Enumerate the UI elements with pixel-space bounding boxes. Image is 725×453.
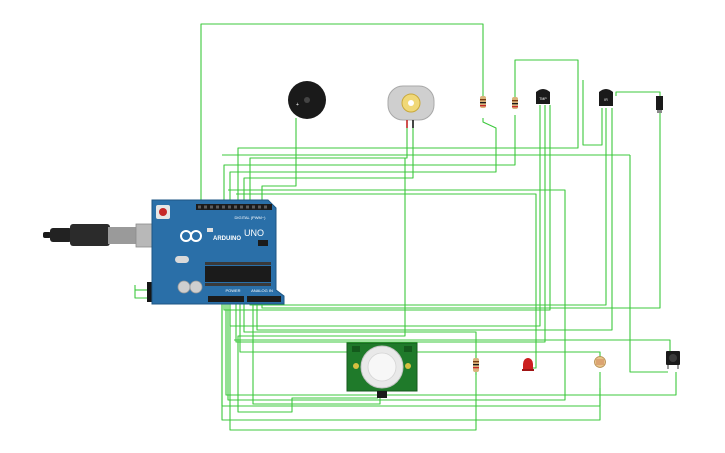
power-header-label: POWER — [225, 288, 240, 293]
wire[interactable] — [249, 120, 408, 207]
resistor[interactable] — [473, 358, 479, 372]
ir-receiver-label: IR — [604, 98, 608, 102]
infinity-logo-icon — [180, 230, 202, 242]
arduino-uno-board[interactable]: DIGITAL (PWM~) ARDUINO UNO POWER ANALOG … — [43, 199, 285, 305]
crystal — [175, 256, 189, 263]
wire[interactable] — [200, 23, 484, 208]
chip-socket-bottom — [205, 283, 271, 286]
capacitor — [189, 280, 203, 294]
digital-header-pins — [198, 205, 267, 209]
resistor[interactable] — [512, 97, 518, 109]
wire[interactable] — [256, 108, 613, 331]
capacitor — [177, 280, 191, 294]
buzzer-plus-sign: + — [296, 102, 299, 108]
led[interactable] — [522, 358, 534, 371]
analog-header — [247, 296, 281, 302]
wire[interactable] — [261, 91, 661, 309]
tilt-sensor[interactable] — [656, 96, 663, 113]
wire[interactable] — [237, 158, 406, 413]
wire[interactable] — [223, 105, 551, 311]
wire[interactable] — [225, 302, 677, 396]
wire[interactable] — [134, 285, 150, 299]
analog-header-label: ANALOG IN — [251, 288, 273, 293]
wire[interactable] — [252, 302, 381, 405]
smd-component — [258, 240, 268, 246]
wire[interactable] — [261, 118, 297, 207]
wire[interactable] — [235, 105, 546, 343]
resistor[interactable] — [480, 96, 486, 108]
usb-plug-icon — [43, 223, 163, 248]
wire[interactable] — [221, 302, 601, 421]
temperature-sensor-label: TMP — [539, 97, 547, 101]
pir-sensor-icon[interactable] — [346, 342, 418, 398]
wire[interactable] — [239, 302, 601, 366]
wire[interactable] — [234, 339, 671, 356]
push-button-icon[interactable] — [666, 351, 680, 369]
wire[interactable] — [237, 59, 579, 207]
model-label: UNO — [244, 228, 264, 238]
wire[interactable] — [243, 302, 477, 375]
buzzer-icon[interactable]: + — [288, 81, 326, 119]
temperature-sensor[interactable]: TMP — [536, 89, 550, 104]
wire[interactable] — [582, 80, 603, 146]
wire[interactable] — [223, 115, 516, 207]
wire[interactable] — [243, 120, 414, 207]
chip-socket-top — [205, 262, 271, 265]
wire[interactable] — [227, 189, 566, 401]
power-header — [208, 296, 244, 302]
digital-header-label: DIGITAL (PWM~) — [235, 215, 267, 220]
wire[interactable] — [229, 118, 497, 207]
brand-label: ARDUINO — [213, 236, 241, 242]
wire[interactable] — [229, 302, 477, 431]
photoresistor[interactable] — [594, 356, 606, 368]
ir-receiver[interactable]: IR — [599, 89, 613, 106]
wire[interactable] — [249, 108, 607, 306]
wire[interactable] — [629, 155, 668, 373]
wire-layer — [134, 23, 677, 431]
dc-motor-icon[interactable] — [387, 85, 435, 128]
smd-component — [207, 228, 213, 232]
microcontroller-chip — [205, 266, 271, 282]
reset-button-cap — [159, 208, 167, 216]
